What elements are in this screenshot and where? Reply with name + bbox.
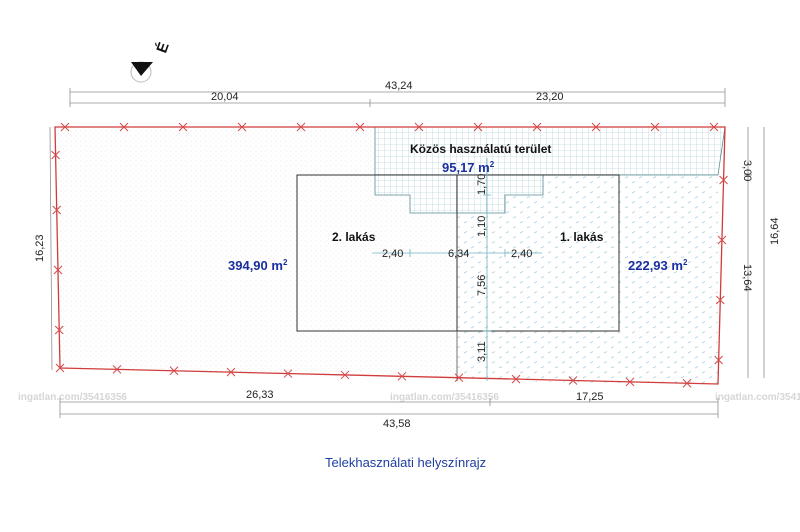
drawing-caption: Telekhasználati helyszínrajz (325, 455, 486, 470)
boundary-marker (650, 122, 660, 132)
unit-2-area-value: 394,90 m2 (228, 258, 288, 273)
dim-vertical-4: 3,11 (476, 341, 488, 362)
boundary-marker (473, 122, 483, 132)
dim-horizontal-1: 2,40 (382, 248, 403, 260)
boundary-marker (226, 367, 236, 377)
boundary-marker (682, 378, 692, 388)
boundary-marker (715, 295, 725, 305)
boundary-marker (591, 122, 601, 132)
boundary-marker (54, 325, 64, 335)
dim-top-total: 43,24 (385, 80, 413, 92)
unit-1-area-value: 222,93 m2 (628, 258, 688, 273)
boundary-marker (709, 122, 719, 132)
dim-top-left: 20,04 (211, 91, 239, 103)
unit-1-label: 1. lakás (560, 230, 604, 244)
plot-right-fill (457, 175, 718, 384)
boundary-marker (283, 369, 293, 378)
dim-right-total: 16,64 (769, 217, 781, 245)
dimension-lines (49, 88, 765, 418)
boundary-marker (454, 373, 464, 383)
boundary-marker (714, 355, 724, 365)
boundary-marker (169, 366, 179, 376)
dim-vertical-1: 1,70 (476, 174, 488, 195)
dim-right-top: 3,00 (741, 160, 753, 181)
common-area-fill (374, 126, 726, 214)
boundary-marker (414, 122, 424, 132)
boundary-marker (625, 377, 635, 387)
dim-horizontal-2: 6,34 (448, 248, 469, 260)
dim-bottom-left: 26,33 (246, 389, 274, 401)
dim-left-side: 16,23 (34, 234, 46, 262)
dim-horizontal-3: 2,40 (511, 248, 532, 260)
boundary-marker (60, 122, 70, 132)
dim-vertical-2: 1,10 (476, 216, 488, 237)
boundary-marker (119, 122, 129, 132)
boundary-marker (178, 122, 188, 132)
boundary-marker (511, 374, 521, 384)
boundary-marker (719, 175, 728, 185)
watermark-text: ingatlan.com/35416356 (18, 392, 127, 403)
plot-boundary (54, 126, 726, 385)
boundary-marker (568, 376, 578, 385)
boundary-marker (717, 235, 727, 245)
boundary-marker (532, 122, 542, 132)
boundary-marker (397, 371, 407, 381)
north-arrow: É (130, 40, 173, 83)
watermark-text: ingatlan.com/35416356 (715, 392, 800, 403)
north-label: É (153, 40, 172, 55)
boundary-markers (51, 122, 728, 388)
boundary-marker (112, 365, 122, 374)
dim-vertical-3: 7,56 (476, 275, 488, 296)
internal-dimension-lines (372, 158, 542, 381)
plot-left-fill (55, 127, 457, 381)
boundary-marker (53, 265, 63, 275)
unit-2-label: 2. lakás (332, 230, 376, 244)
boundary-marker (296, 122, 306, 132)
dim-bottom-right: 17,25 (576, 391, 604, 403)
watermark-text: ingatlan.com/35416356 (390, 392, 499, 403)
boundary-marker (51, 150, 60, 160)
dim-right-mid: 13,64 (741, 264, 753, 292)
common-area-label: Közös használatú terület (410, 142, 551, 156)
boundary-marker (55, 363, 65, 373)
dim-top-right: 23,20 (536, 91, 564, 103)
boundary-marker (237, 122, 247, 132)
dim-bottom-total: 43,58 (383, 418, 411, 430)
boundary-marker (355, 122, 365, 132)
common-area-value: 95,17 m2 (442, 160, 495, 175)
boundary-marker (52, 205, 62, 215)
boundary-marker (340, 370, 350, 380)
